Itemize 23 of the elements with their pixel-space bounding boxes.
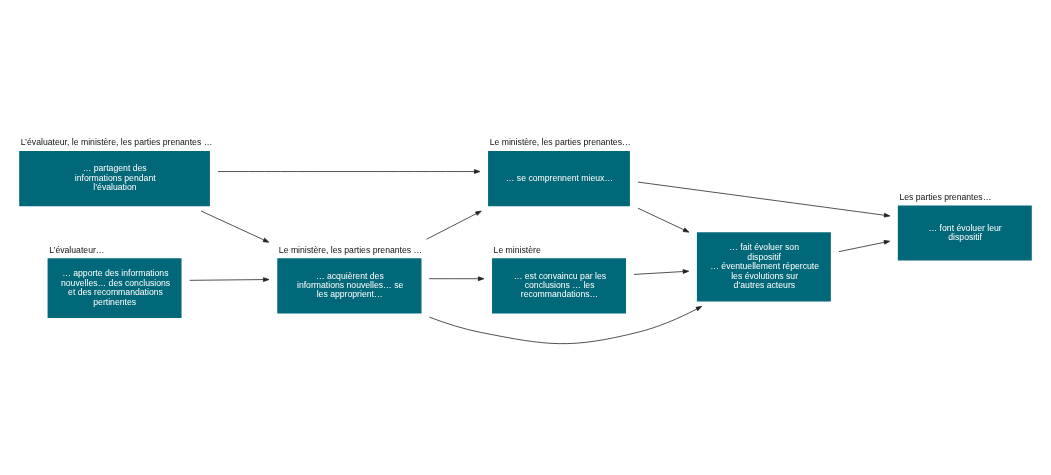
arrow <box>217 168 481 174</box>
node-label: Les parties prenantes… <box>899 191 992 202</box>
arrow <box>838 239 891 252</box>
node-label: Le ministère <box>493 244 541 255</box>
node-label: Le ministère, les parties prenantes… <box>489 136 631 147</box>
arrow <box>637 207 690 233</box>
node-label: Le ministère, les parties prenantes … <box>278 244 423 255</box>
arrow <box>637 181 891 217</box>
node-box: … fait évoluer son dispositif … éventuellement répercute les évolutions sur d’autres acteurs <box>696 231 831 302</box>
node-label: L’évaluateur… <box>49 244 105 255</box>
node-box: … font évoluer leur dispositif <box>897 204 1032 261</box>
node-label: L’évaluateur, le ministère, les parties prenantes … <box>20 136 213 147</box>
node-box: … se comprennent mieux… <box>488 150 630 206</box>
arrow <box>428 305 703 344</box>
node-box: … partagent des informations pendant l’évaluation <box>19 150 210 206</box>
arrow <box>426 210 482 240</box>
arrow <box>633 268 690 275</box>
arrow <box>189 276 270 282</box>
node-box: … est convaincu par les conclusions … les recommandations… <box>492 257 626 313</box>
arrow <box>428 275 485 281</box>
node-box: … acquièrent des informations nouvelles… se les approprient… <box>277 257 422 313</box>
node-box: … apporte des informations nouvelles… des conclusions et des recommandations pertinentes <box>47 257 182 318</box>
arrow <box>200 210 270 243</box>
